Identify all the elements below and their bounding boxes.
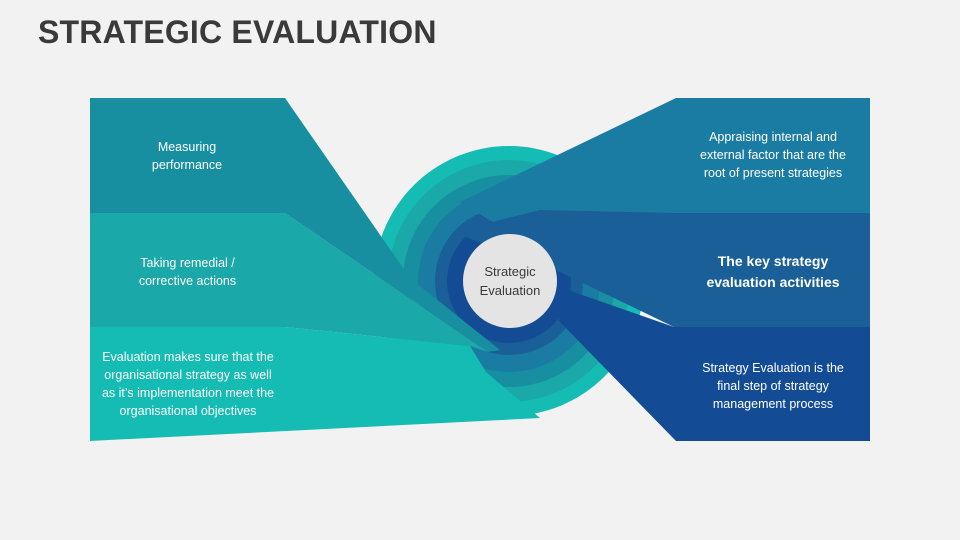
page-title: STRATEGIC EVALUATION (38, 14, 437, 50)
left-band-3 (90, 327, 540, 441)
left-band-1 (90, 98, 500, 352)
center-label: Strategic Evaluation (479, 264, 541, 298)
left-item-3-label: Evaluation makes sure that the organisat… (101, 350, 275, 418)
right-item-2-label: The key strategy evaluation activities (706, 253, 840, 290)
right-band-3 (530, 270, 870, 441)
left-item-1-label: Measuring performance (151, 140, 223, 172)
right-band-2 (452, 210, 870, 327)
right-band-1 (460, 98, 870, 224)
left-band-2 (90, 213, 488, 352)
left-item-2-label: Taking remedial / corrective actions (138, 256, 237, 288)
right-item-1-label: Appraising internal and external factor … (700, 130, 846, 180)
right-item-3-label: Strategy Evaluation is the final step of… (702, 361, 844, 411)
center-circle (463, 234, 557, 328)
